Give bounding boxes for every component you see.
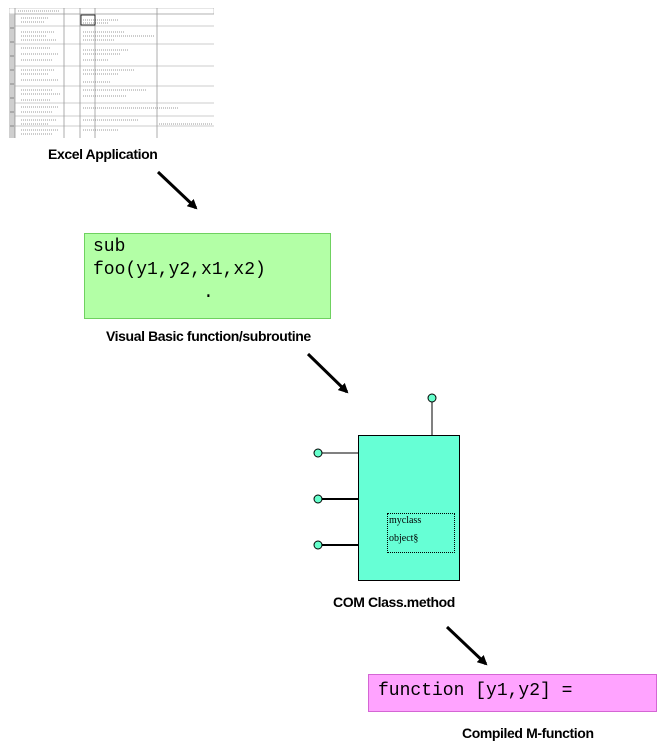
vb-code-line-3: . [203, 283, 214, 303]
spreadsheet-grid-icon [9, 8, 214, 138]
m-function-code: function [y1,y2] = [378, 681, 573, 701]
vb-code-line-2: foo(y1,y2,x1,x2) [93, 260, 266, 280]
output-port-dot [427, 393, 437, 403]
com-object-box: myclass object§ [358, 435, 460, 581]
arrow-com-to-mfunction [445, 625, 488, 666]
vb-code-line-1: sub [93, 237, 126, 257]
input-port-dot-1 [313, 448, 323, 458]
excel-spreadsheet-thumbnail [9, 8, 214, 138]
com-inner-object: myclass object§ [387, 513, 455, 553]
m-function-code-box: function [y1,y2] = [368, 674, 657, 712]
input-port-dot-3 [313, 540, 323, 550]
input-port-dot-2 [313, 494, 323, 504]
com-caption: COM Class.method [333, 594, 455, 610]
visual-basic-code-box: sub foo(y1,y2,x1,x2) . [84, 233, 331, 319]
com-inner-class-label: myclass [389, 515, 422, 526]
excel-caption: Excel Application [48, 146, 158, 162]
arrow-vb-to-com [306, 352, 349, 394]
vb-code: sub foo(y1,y2,x1,x2) . [93, 236, 266, 305]
m-function-caption: Compiled M-function [462, 725, 594, 741]
com-inner-object-label: object§ [389, 533, 419, 544]
vb-caption: Visual Basic function/subroutine [106, 328, 311, 344]
arrow-excel-to-vb [156, 170, 198, 210]
